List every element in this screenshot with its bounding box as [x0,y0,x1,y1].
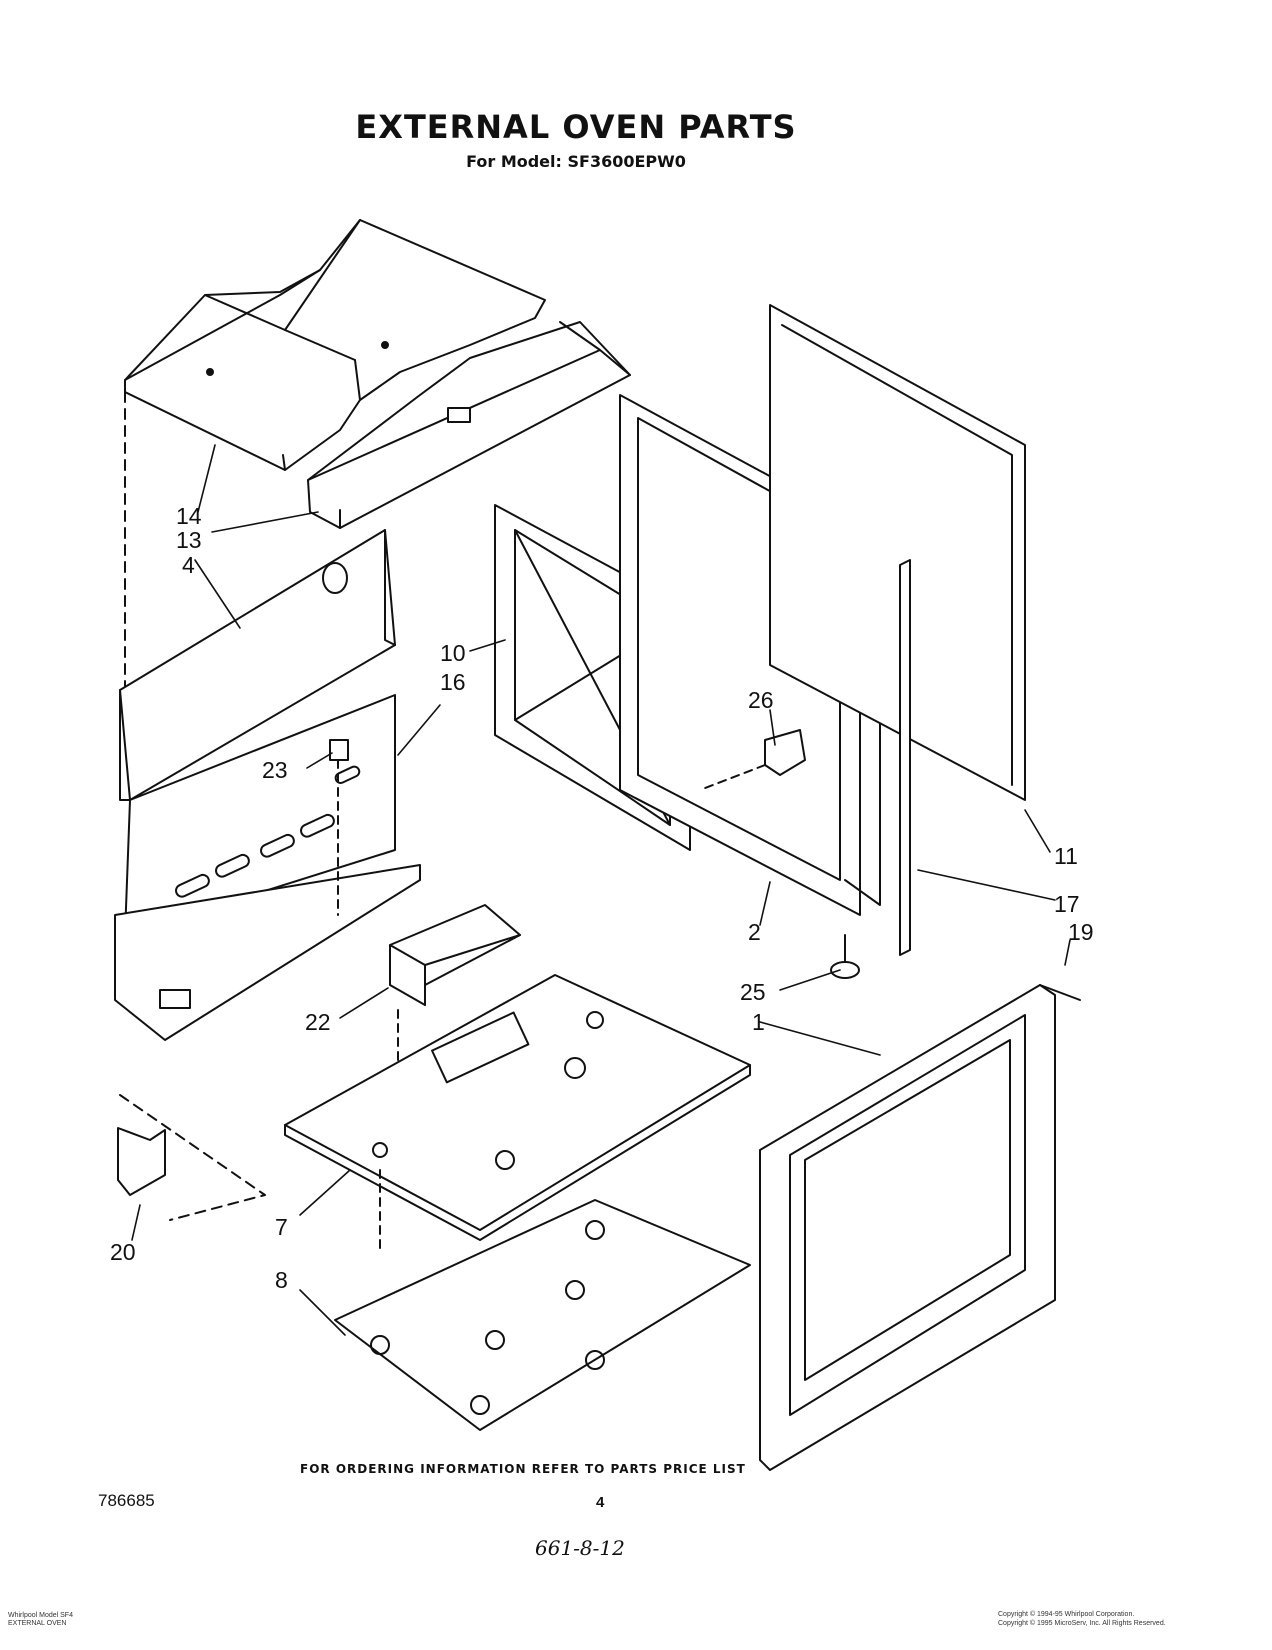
source-label: Whirlpool Model SF4 EXTERNAL OVEN [8,1612,73,1628]
part-25-knob [830,934,860,979]
handwritten-note: 661-8-12 [535,1536,625,1560]
leader-lines [131,444,1071,1336]
part-8-bottom-plate [334,1199,751,1431]
copyright-line-1: Copyright © 1994-95 Whirlpool Corporatio… [998,1611,1135,1618]
page-number: 4 [596,1494,605,1511]
part-1-outer-door [759,984,1081,1471]
callout-8: 8 [275,1267,288,1293]
part-17-strip [899,559,911,956]
callout-11: 11 [1054,843,1078,869]
part-13-rail-plate [307,321,631,529]
callout-25: 25 [740,979,766,1005]
part-4-upper-panel [119,529,396,801]
callout-23: 23 [262,757,288,783]
part-22-cover-box [389,904,521,1071]
copyright-line-2: Copyright © 1995 MicroServ, Inc. All Rig… [998,1620,1166,1627]
callout-2: 2 [748,919,761,945]
part-20-bracket [117,1094,266,1221]
callout-22: 22 [305,1009,331,1035]
callout-19: 19 [1068,919,1094,945]
callout-14: 14 [176,503,202,529]
part-14-top-cover [124,219,546,471]
callout-17: 17 [1054,891,1080,917]
callout-16: 16 [440,669,466,695]
copyright: Copyright © 1994-95 Whirlpool Corporatio… [998,1610,1166,1628]
callout-20: 20 [110,1239,136,1265]
part-7-base-tray [284,974,751,1251]
part-23-bracket [329,739,349,916]
ordering-note: FOR ORDERING INFORMATION REFER TO PARTS … [300,1462,746,1476]
callout-10: 10 [440,640,466,666]
callout-4: 4 [182,552,195,578]
callout-1: 1 [752,1009,765,1035]
model-subtitle: For Model: SF3600EPW0 [466,152,686,171]
source-line-1: Whirlpool Model SF4 [8,1612,73,1619]
callout-7: 7 [275,1214,288,1240]
part-11-door-panel [769,304,1026,801]
callout-26: 26 [748,687,774,713]
page-title: EXTERNAL OVEN PARTS [355,108,797,146]
source-line-2: EXTERNAL OVEN [8,1620,67,1627]
callout-13: 13 [176,527,202,553]
diagram-code: 786685 [98,1491,155,1510]
